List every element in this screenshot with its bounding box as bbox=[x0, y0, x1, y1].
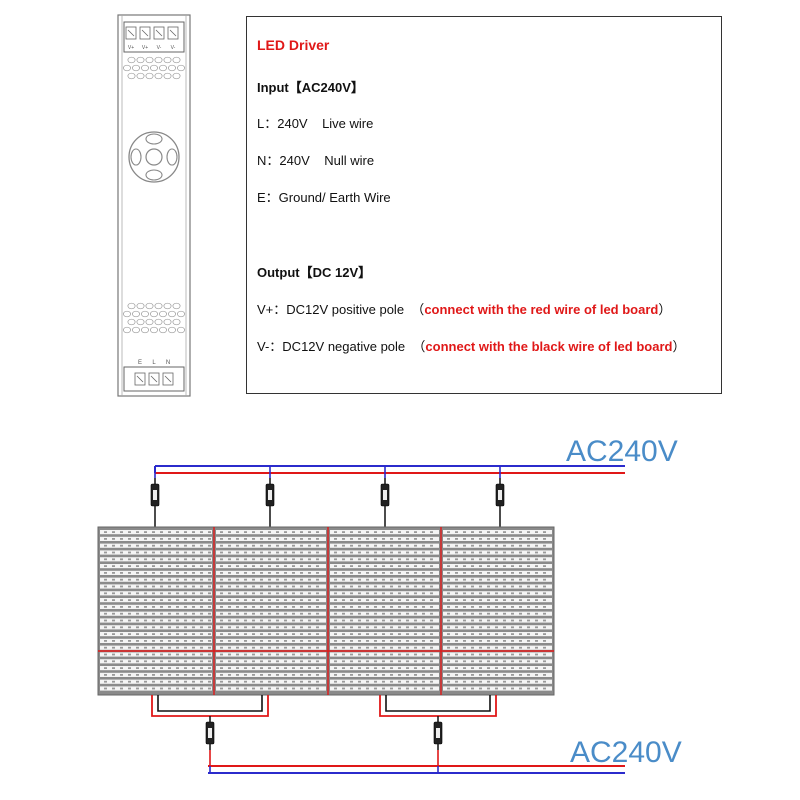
driver-body bbox=[117, 14, 191, 397]
input-line-e: E：Ground/ Earth Wire bbox=[257, 187, 391, 206]
input-desc: Ground/ Earth Wire bbox=[278, 190, 391, 205]
output-key: V-： bbox=[257, 339, 283, 354]
info-box: LED Driver Input【AC240V】 L：240V Live wir… bbox=[246, 16, 722, 394]
input-line-n: N：240V Null wire bbox=[257, 150, 374, 169]
top-terminal-label: V- bbox=[157, 45, 162, 51]
fan-grille-icon bbox=[128, 131, 180, 183]
top-terminal-label: V+ bbox=[128, 45, 134, 51]
bottom-terminal-label: N bbox=[166, 360, 170, 366]
input-key: N： bbox=[257, 153, 280, 168]
output-line-positive: V+：DC12V positive pole （connect with the… bbox=[257, 302, 672, 317]
input-key: L： bbox=[257, 116, 278, 131]
led-driver-drawing: V+ V+ V- V- E L N bbox=[117, 14, 191, 397]
input-heading: Input【AC240V】 bbox=[257, 80, 364, 95]
input-voltage: 240V bbox=[277, 116, 308, 131]
bottom-terminal-label: L bbox=[152, 360, 156, 366]
output-key: V+： bbox=[257, 302, 287, 317]
input-key: E： bbox=[257, 190, 279, 205]
top-terminal-label: V- bbox=[171, 45, 176, 51]
wiring-diagram bbox=[97, 465, 625, 774]
bottom-vent-holes bbox=[123, 302, 185, 334]
input-voltage: 240V bbox=[279, 153, 310, 168]
output-desc: DC12V negative pole bbox=[282, 339, 406, 354]
bottom-ac-label: AC240V bbox=[570, 736, 682, 769]
led-strips bbox=[100, 530, 552, 691]
output-desc: DC12V positive pole bbox=[286, 302, 405, 317]
top-ac-label: AC240V bbox=[566, 435, 678, 468]
input-desc: Live wire bbox=[322, 116, 374, 131]
top-vent-holes bbox=[123, 56, 185, 80]
info-title: LED Driver bbox=[257, 37, 330, 53]
output-note: connect with the red wire of led board bbox=[424, 302, 659, 317]
input-line-l: L：240V Live wire bbox=[257, 113, 373, 132]
bottom-terminal-label: E bbox=[138, 360, 142, 366]
output-heading: Output【DC 12V】 bbox=[257, 265, 372, 280]
input-desc: Null wire bbox=[324, 153, 375, 168]
output-note: connect with the black wire of led board bbox=[425, 339, 673, 354]
output-line-negative: V-：DC12V negative pole （connect with the… bbox=[257, 339, 686, 354]
top-terminal-label: V+ bbox=[142, 45, 148, 51]
